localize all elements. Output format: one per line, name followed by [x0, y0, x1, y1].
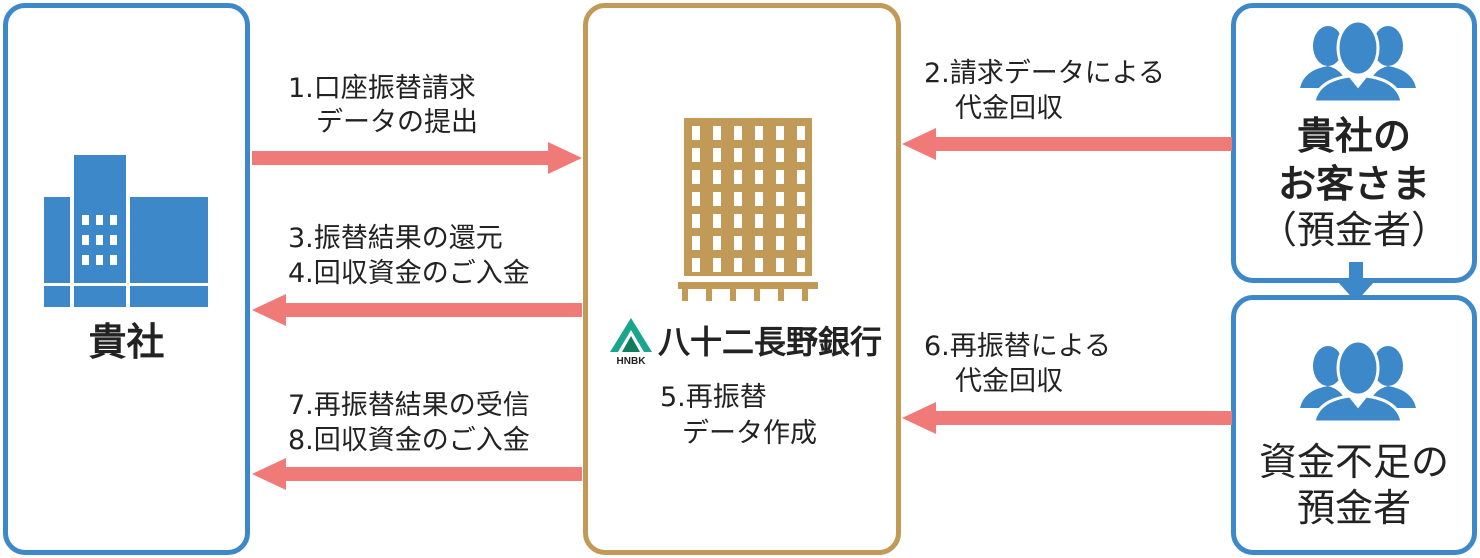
- window: [755, 236, 763, 250]
- window: [713, 170, 721, 184]
- arrow-step6-left: [902, 402, 1232, 434]
- window: [734, 192, 742, 206]
- bank-logo-abbr: HNBK: [617, 356, 647, 367]
- window: [713, 236, 721, 250]
- window: [776, 192, 784, 206]
- window: [755, 258, 763, 272]
- window: [755, 126, 763, 140]
- step2-line2: 代金回収: [955, 93, 1063, 124]
- step1-line1: 1.口座振替請求: [288, 73, 476, 104]
- step5-line1: 5.再振替: [660, 382, 767, 413]
- bank-name: 八十二長野銀行: [658, 323, 883, 361]
- window: [776, 170, 784, 184]
- customers-group-icon: [1300, 19, 1416, 104]
- step1-line2: データの提出: [316, 107, 478, 138]
- window: [755, 148, 763, 162]
- window: [692, 192, 700, 206]
- step5-line2: データ作成: [682, 418, 817, 449]
- shortfall-depositor-box: [1231, 295, 1477, 555]
- window: [776, 214, 784, 228]
- window: [776, 258, 784, 272]
- step7-label: 7.再振替結果の受信: [288, 390, 530, 421]
- window: [776, 148, 784, 162]
- arrow-step2-left: [902, 128, 1232, 160]
- bank-box: [583, 3, 901, 555]
- window: [797, 258, 805, 272]
- window: [713, 192, 721, 206]
- window: [776, 236, 784, 250]
- window: [692, 258, 700, 272]
- window: [713, 126, 721, 140]
- customer-line2: お客さま: [1277, 162, 1430, 206]
- window: [797, 170, 805, 184]
- window: [797, 192, 805, 206]
- window: [797, 236, 805, 250]
- customer-line1: 貴社の: [1296, 114, 1411, 158]
- window: [755, 192, 763, 206]
- shortfall-line1: 資金不足の: [1258, 440, 1449, 484]
- shortfall-line2: 預金者: [1296, 486, 1411, 530]
- step2-line1: 2.請求データによる: [924, 58, 1165, 89]
- step6-line2: 代金回収: [955, 366, 1063, 397]
- bank-building-icon: [678, 118, 818, 301]
- company-building-icon: [44, 155, 208, 307]
- arrow-step1-right: [252, 142, 582, 174]
- window: [692, 126, 700, 140]
- bank-logo-icon: HNBK: [610, 318, 652, 367]
- window: [692, 236, 700, 250]
- window: [713, 214, 721, 228]
- window: [755, 170, 763, 184]
- window: [797, 214, 805, 228]
- window: [734, 214, 742, 228]
- window: [776, 126, 784, 140]
- window: [797, 126, 805, 140]
- down-arrow: [1338, 262, 1374, 302]
- window: [734, 258, 742, 272]
- company-label: 貴社: [88, 320, 165, 364]
- step8-label: 8.回収資金のご入金: [288, 425, 530, 456]
- window: [692, 170, 700, 184]
- window: [713, 148, 721, 162]
- customer-line3: （預金者）: [1258, 208, 1449, 252]
- window: [734, 126, 742, 140]
- arrow-step7-8-left: [252, 458, 582, 490]
- window: [692, 214, 700, 228]
- shortfall-group-icon: [1300, 339, 1416, 424]
- window: [734, 148, 742, 162]
- step3-label: 3.振替結果の還元: [288, 223, 503, 254]
- step6-line1: 6.再振替による: [924, 331, 1111, 362]
- arrow-step3-4-left: [252, 294, 582, 326]
- window: [797, 148, 805, 162]
- window: [713, 258, 721, 272]
- window: [755, 214, 763, 228]
- window: [692, 148, 700, 162]
- window: [734, 170, 742, 184]
- step4-label: 4.回収資金のご入金: [288, 258, 530, 289]
- window: [734, 236, 742, 250]
